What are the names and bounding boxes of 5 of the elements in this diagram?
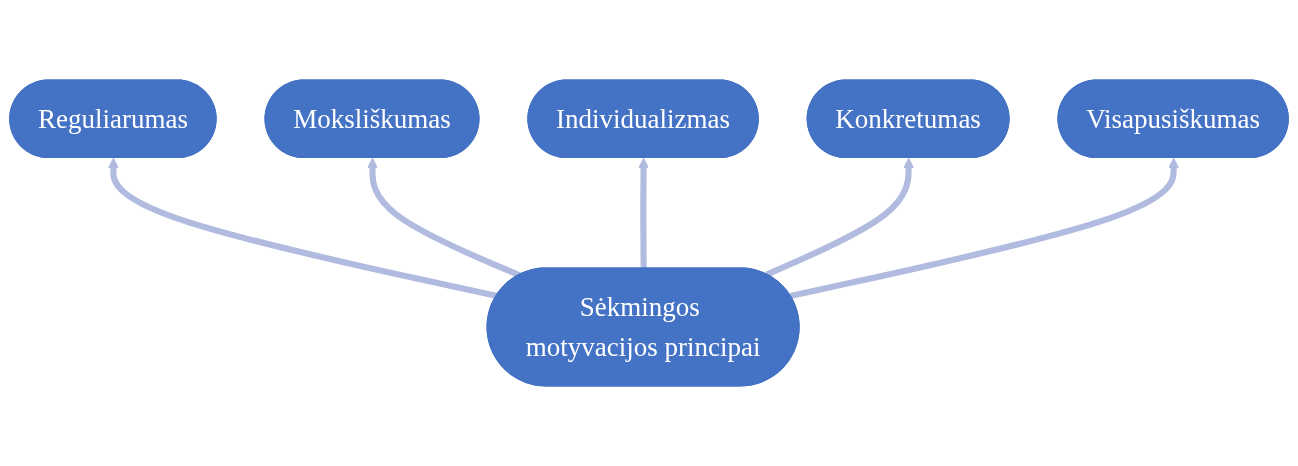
arrow (765, 157, 914, 278)
arrow (108, 157, 498, 299)
arrow (367, 157, 521, 279)
arrow (638, 157, 649, 269)
arrow (789, 157, 1180, 299)
